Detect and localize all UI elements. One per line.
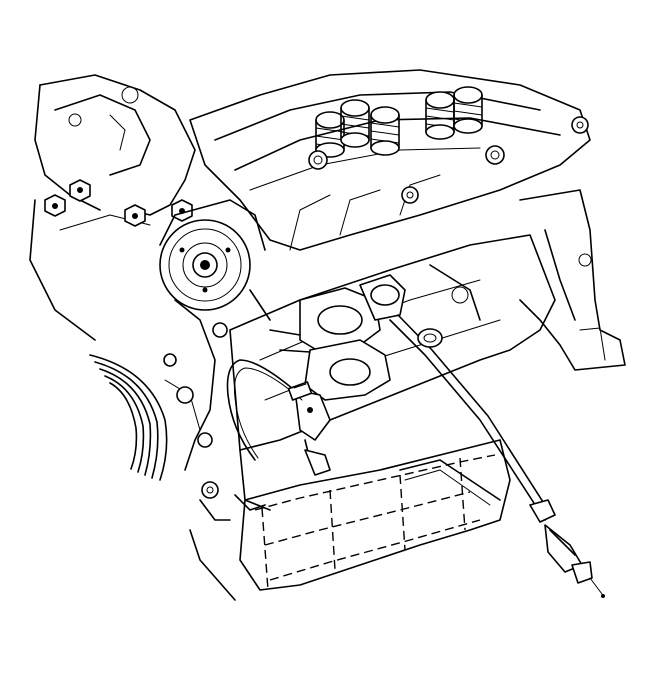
bolt-icon — [171, 199, 193, 222]
cylinder-head — [189, 69, 591, 251]
wiring-harness — [226, 359, 303, 461]
bolt-icon — [401, 186, 419, 204]
connector-icon — [287, 381, 313, 401]
bolt-icon — [571, 116, 589, 134]
valve-springs — [315, 86, 483, 158]
bolt-icon — [124, 204, 146, 227]
engine-mount-bracket — [519, 189, 626, 371]
engine-block — [229, 234, 556, 511]
valve-spring — [370, 106, 400, 156]
timing-cover — [29, 74, 196, 341]
front-cover-lower — [163, 299, 228, 471]
pulley-icon — [159, 199, 271, 321]
valve-spring — [453, 86, 483, 134]
bolt-icon — [69, 179, 91, 202]
valve-spring — [425, 91, 455, 140]
sensor-icon — [294, 389, 331, 476]
pump-housing — [269, 274, 406, 401]
dipstick-tube — [389, 314, 553, 521]
valve-spring — [340, 99, 370, 148]
bolt-icon — [308, 150, 328, 170]
bolt-icon — [44, 194, 66, 217]
bolt-icon — [485, 145, 505, 165]
drive-belt — [89, 354, 168, 481]
connector-icon — [529, 499, 605, 598]
oil-pan — [189, 439, 511, 601]
